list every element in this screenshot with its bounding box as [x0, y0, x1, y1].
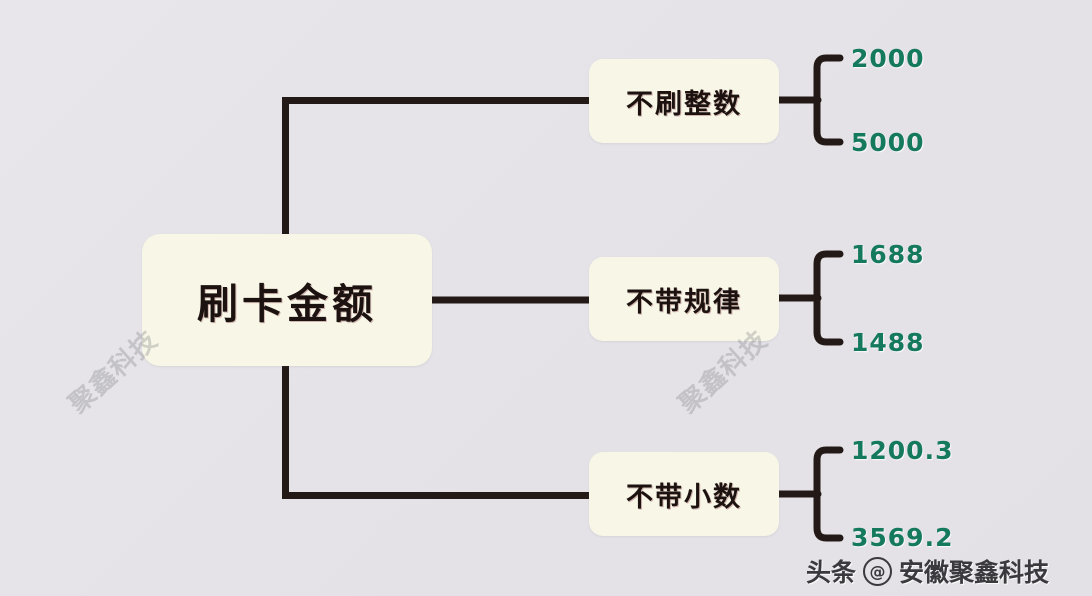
- mindmap-branch-node-1[interactable]: 不刷整数: [589, 59, 779, 143]
- branch-node-label: 不带小数: [626, 481, 742, 513]
- leaf-value: 1688: [851, 240, 925, 269]
- mindmap-branch-node-2[interactable]: 不带规律: [589, 257, 779, 341]
- watermark-account-label: 安徽聚鑫科技: [899, 558, 1050, 587]
- leaf-value: 1488: [851, 328, 925, 357]
- watermark-platform-label: 头条: [806, 558, 857, 587]
- leaf-value: 1200.3: [851, 436, 954, 465]
- connector-bracket-0: [813, 54, 844, 146]
- connector-bracket-1: [813, 250, 844, 346]
- at-symbol-icon: @: [863, 556, 893, 586]
- root-node-label: 刷卡金额: [197, 280, 377, 328]
- connector-bracket-2: [813, 446, 844, 542]
- branch-node-label: 不刷整数: [626, 88, 742, 120]
- mindmap-root-node[interactable]: 刷卡金额: [142, 234, 432, 366]
- leaf-value: 2000: [851, 44, 925, 73]
- leaf-value: 3569.2: [851, 523, 954, 552]
- leaf-value: 5000: [851, 128, 925, 157]
- mindmap-branch-node-3[interactable]: 不带小数: [589, 452, 779, 536]
- watermark-footer: 头条 @ 安徽聚鑫科技: [806, 553, 1049, 589]
- branch-node-label: 不带规律: [626, 286, 742, 318]
- watermark-faint-left: 聚鑫科技: [63, 325, 164, 420]
